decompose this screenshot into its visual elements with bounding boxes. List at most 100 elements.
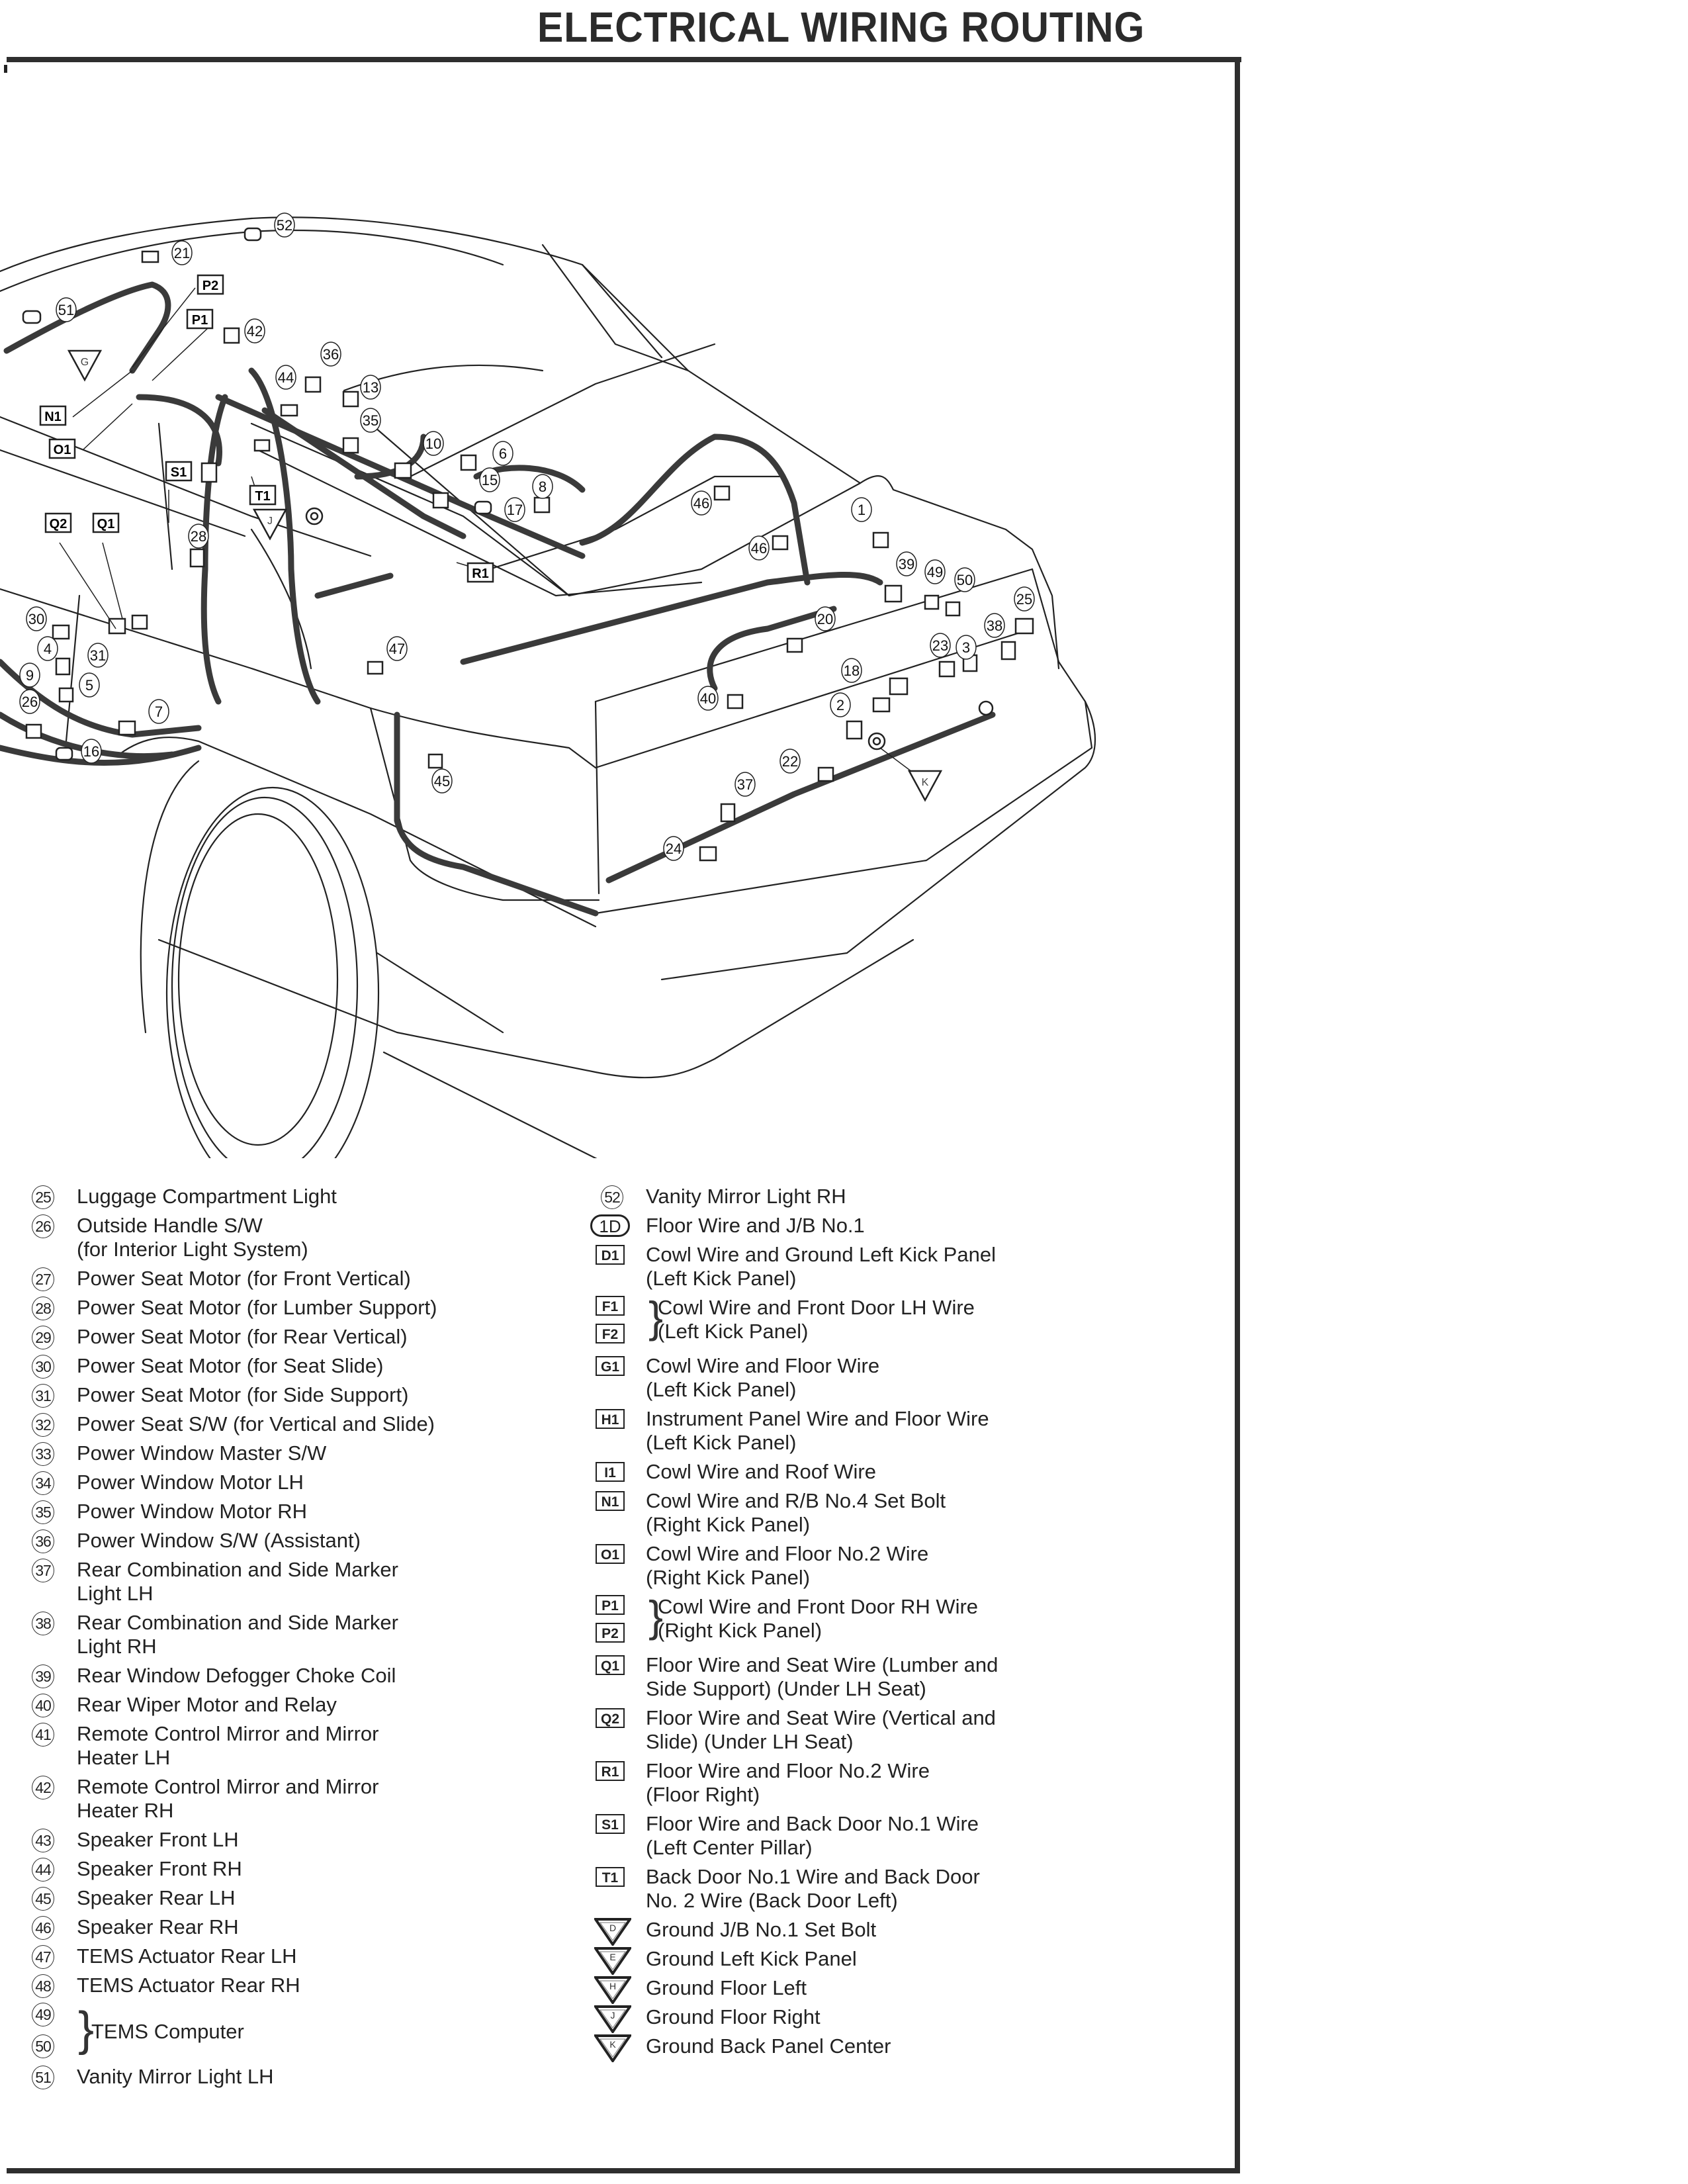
wire-harness bbox=[0, 281, 996, 917]
legend-label: Power Seat Motor (for Seat Slide) bbox=[77, 1354, 384, 1377]
legend-label: Floor Wire and Seat Wire (Vertical and S… bbox=[646, 1706, 996, 1753]
callout-number-icon: 50 bbox=[32, 2034, 54, 2058]
connector-code-text: N1 bbox=[44, 410, 62, 424]
legend-item: 37 Rear Combination and Side Marker Light… bbox=[13, 1558, 556, 1606]
legend-label: Remote Control Mirror and Mirror Heater … bbox=[77, 1722, 379, 1769]
connector-code-icon: N1 bbox=[596, 1491, 625, 1511]
legend-label: Speaker Front RH bbox=[77, 1857, 242, 1880]
legend-item: 43 Speaker Front LH bbox=[13, 1828, 556, 1852]
legend-label: Rear Combination and Side Marker Light R… bbox=[77, 1611, 398, 1658]
callout-number: 15 bbox=[479, 467, 500, 492]
legend-label: Speaker Front LH bbox=[77, 1828, 239, 1851]
callout-number: 37 bbox=[734, 772, 756, 797]
connector-code-text: T1 bbox=[255, 489, 270, 504]
callout-number-icon: 32 bbox=[32, 1413, 54, 1437]
callout-number-text: 10 bbox=[425, 435, 441, 452]
legend-item: 51 Vanity Mirror Light LH bbox=[13, 2065, 556, 2089]
ground-code: H bbox=[609, 1981, 616, 1991]
callout-number: 1 bbox=[851, 497, 872, 522]
callout-number: 23 bbox=[930, 633, 951, 658]
frame-border-bottom bbox=[7, 2168, 1240, 2173]
legend-label: Cowl Wire and Floor Wire (Left Kick Pane… bbox=[646, 1354, 880, 1401]
callout-number-text: 44 bbox=[278, 369, 294, 386]
callout-number: 52 bbox=[274, 212, 295, 238]
legend-label: Rear Combination and Side Marker Light L… bbox=[77, 1558, 398, 1605]
connector-code-text: P1 bbox=[192, 313, 208, 328]
ground-symbol-icon: J bbox=[594, 2005, 631, 2033]
callout-number: 31 bbox=[87, 643, 109, 668]
callout-number-text: 24 bbox=[666, 841, 682, 857]
callout-number-text: 23 bbox=[932, 637, 948, 654]
ground-symbol-icon: H bbox=[594, 1976, 631, 2004]
wiring-diagram: 5221514236441335106158172830431952616747… bbox=[0, 212, 1096, 1158]
connector-code-text: Q1 bbox=[97, 517, 115, 531]
callout-number-text: 52 bbox=[277, 217, 292, 234]
callout-number-text: 22 bbox=[782, 753, 798, 770]
callout-number-text: 1 bbox=[858, 502, 866, 518]
callout-number-text: 9 bbox=[26, 667, 34, 684]
callout-number-text: 13 bbox=[363, 379, 378, 396]
ground-code: E bbox=[609, 1952, 615, 1962]
callout-number-icon: 43 bbox=[32, 1829, 54, 1852]
callout-number-text: 15 bbox=[482, 472, 498, 488]
legend-label: Cowl Wire and Front Door RH Wire (Right … bbox=[658, 1595, 979, 1642]
connector-code-label: N1 bbox=[39, 405, 67, 426]
callout-number: 38 bbox=[984, 613, 1005, 638]
callout-number-text: 38 bbox=[987, 617, 1002, 634]
brace-icon: } bbox=[648, 1592, 664, 1641]
ground-callouts: GJK bbox=[67, 349, 943, 802]
callout-number: 30 bbox=[26, 606, 47, 631]
legend-label: Floor Wire and Back Door No.1 Wire (Left… bbox=[646, 1812, 979, 1859]
callout-number-icon: 29 bbox=[32, 1326, 54, 1349]
callout-number-text: 37 bbox=[737, 776, 753, 793]
callout-number-icon: 37 bbox=[32, 1559, 54, 1582]
callout-number: 45 bbox=[431, 768, 453, 794]
connector-code-text: Q2 bbox=[50, 517, 67, 531]
legend-label: Cowl Wire and Floor No.2 Wire (Right Kic… bbox=[646, 1542, 929, 1589]
callout-number: 44 bbox=[275, 365, 296, 390]
connector-code-text: S1 bbox=[171, 465, 187, 480]
callout-number-text: 49 bbox=[927, 564, 943, 580]
legend-label: TEMS Actuator Rear LH bbox=[77, 1944, 297, 1968]
legend-label: Cowl Wire and Roof Wire bbox=[646, 1460, 876, 1483]
connector-code-icon: I1 bbox=[596, 1462, 625, 1482]
ground-symbol: K bbox=[907, 770, 943, 802]
brace-icon: } bbox=[648, 1293, 664, 1342]
brace-icon: } bbox=[78, 2003, 95, 2056]
callout-number: 5 bbox=[79, 672, 100, 698]
callout-number-text: 17 bbox=[507, 502, 523, 518]
connector-code-label: P1 bbox=[186, 308, 214, 330]
callout-number-icon: 34 bbox=[32, 1471, 54, 1495]
callout-number-text: 3 bbox=[962, 639, 970, 656]
callout-number-text: 30 bbox=[28, 611, 44, 627]
legend-label: Speaker Rear RH bbox=[77, 1915, 239, 1938]
callout-number: 26 bbox=[19, 689, 40, 714]
legend-label: Ground J/B No.1 Set Bolt bbox=[646, 1918, 877, 1941]
connector-code-label: P2 bbox=[197, 274, 224, 295]
legend-label: TEMS Computer bbox=[91, 2020, 244, 2043]
callout-number: 8 bbox=[532, 474, 553, 499]
callout-number: 39 bbox=[896, 551, 917, 576]
callout-number-text: 42 bbox=[247, 323, 263, 340]
ground-symbol-icon: K bbox=[594, 2034, 631, 2062]
ground-bolts bbox=[305, 507, 994, 751]
legend-item-group-f: F1 F2 } Cowl Wire and Front Door LH Wire… bbox=[582, 1293, 1125, 1349]
legend-label: Speaker Rear LH bbox=[77, 1886, 236, 1909]
callout-number-text: 26 bbox=[22, 694, 38, 710]
callout-number: 46 bbox=[691, 490, 712, 516]
callout-number-text: 7 bbox=[155, 704, 163, 720]
legend-label: Power Seat S/W (for Vertical and Slide) bbox=[77, 1412, 435, 1435]
callout-number-icon: 30 bbox=[32, 1355, 54, 1379]
legend-item-group-p: P1 P2 } Cowl Wire and Front Door RH Wire… bbox=[582, 1592, 1125, 1648]
